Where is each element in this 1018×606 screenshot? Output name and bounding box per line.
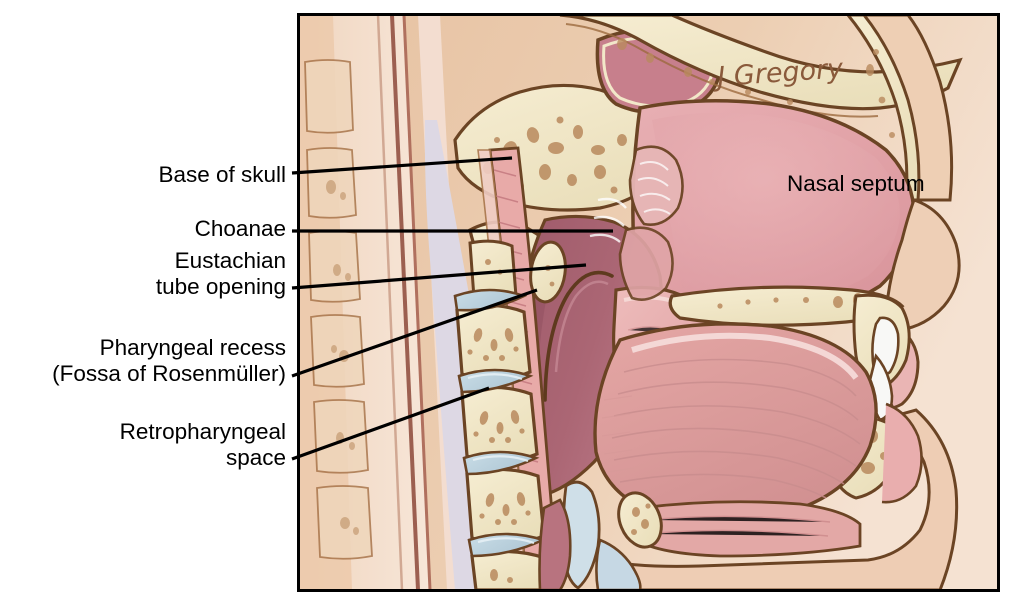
turbinate-lower	[618, 226, 674, 301]
disc-highlights	[467, 373, 535, 545]
tongue	[593, 322, 878, 523]
turbinate-upper	[628, 145, 684, 226]
tongue-striations	[611, 358, 861, 499]
hyoid-bone	[617, 491, 663, 549]
tongue-root-fibers	[601, 395, 635, 473]
illustration-frame	[297, 13, 1000, 592]
fascia-line-3	[376, 15, 404, 590]
leader-base-of-skull	[291, 156, 513, 175]
nasal-septum-sheen	[652, 112, 900, 303]
torus-tubarius-highlight	[554, 280, 609, 373]
leader-lines	[291, 156, 613, 461]
eustachian-tube-opening-curve	[543, 270, 614, 402]
oropharynx-lower	[538, 498, 572, 590]
leader-eustachian-tube-opening	[291, 263, 587, 290]
fascia-line-1	[390, 15, 420, 590]
genioglossus-muscle	[634, 500, 862, 558]
skull-base-trabeculae	[483, 116, 644, 194]
turbinate-hatching	[637, 161, 671, 215]
cranial-trabeculae	[617, 38, 793, 105]
thyroid-cartilage	[595, 538, 642, 590]
fascia-line-2	[402, 15, 432, 590]
leader-retropharyngeal-space	[291, 386, 490, 461]
leader-pharyngeal-recess	[291, 288, 538, 378]
genioglossus-fibers	[645, 515, 831, 537]
nasal-bone-trabeculae	[866, 49, 895, 138]
cranial-inner-line	[565, 23, 879, 118]
hyoid-trabeculae	[631, 503, 651, 535]
tongue-dorsum-highlight	[631, 332, 859, 380]
anatomy-label-nasal-septum: Nasal septum	[787, 171, 925, 196]
lower-lip-vermilion	[881, 402, 923, 504]
mucosal-fold-highlights	[589, 197, 627, 243]
